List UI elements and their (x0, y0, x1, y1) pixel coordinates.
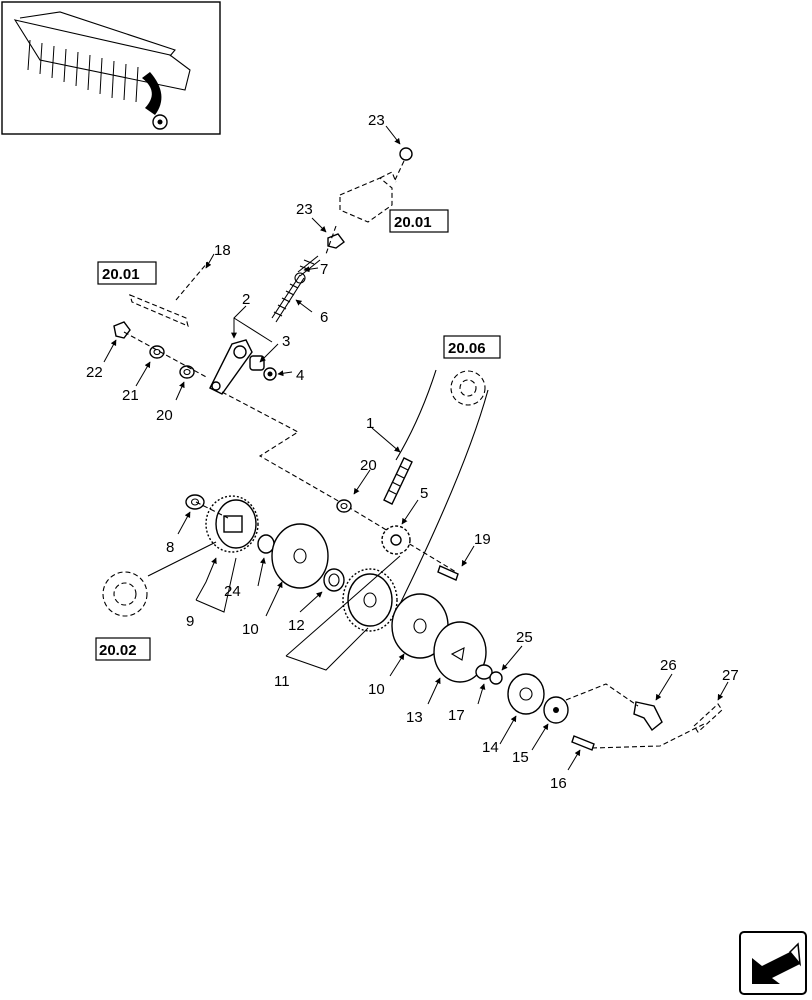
callout-10b: 10 (368, 681, 385, 698)
callout-labels: 1 2 3 4 5 6 7 8 9 10 10 11 12 13 14 15 1… (86, 112, 739, 792)
bracket-part (339, 147, 449, 233)
callout-8: 8 (166, 539, 174, 556)
callout-15: 15 (512, 749, 529, 766)
lower-sprocket-ref (102, 571, 148, 617)
callout-12: 12 (288, 617, 305, 634)
pin-part (97, 261, 209, 327)
ref-20-02: 20.02 (99, 642, 137, 659)
callout-25: 25 (516, 629, 533, 646)
arrow-back-icon[interactable] (739, 931, 807, 995)
callout-27: 27 (722, 667, 739, 684)
main-drive-stack (257, 523, 503, 685)
callout-2: 2 (242, 291, 250, 308)
callout-4: 4 (296, 367, 304, 384)
callout-11: 11 (274, 673, 290, 690)
ref-box-20-02 (95, 637, 151, 661)
callout-23b: 23 (296, 201, 313, 218)
callout-24: 24 (224, 583, 241, 600)
ref-20-01-left: 20.01 (102, 266, 140, 283)
callout-1: 1 (366, 415, 374, 432)
upper-sprocket-ref (450, 370, 486, 406)
callout-26: 26 (660, 657, 677, 674)
ref-20-06: 20.06 (448, 340, 486, 357)
clutch-assembly (95, 494, 259, 661)
callout-20b: 20 (156, 407, 173, 424)
callout-19: 19 (474, 531, 491, 548)
callout-17: 17 (448, 707, 465, 724)
ref-20-01-top: 20.01 (394, 214, 432, 231)
callout-leaders (103, 125, 729, 771)
callout-3: 3 (282, 333, 290, 350)
callout-9: 9 (186, 613, 194, 630)
callout-20a: 20 (360, 457, 377, 474)
callout-16: 16 (550, 775, 567, 792)
reference-labels: 20.01 20.01 20.06 20.02 (99, 214, 486, 659)
callout-7: 7 (320, 261, 328, 278)
hub-assembly (507, 673, 723, 751)
ref-box-20-06 (443, 335, 501, 359)
idler-arm (113, 321, 457, 573)
callout-23a: 23 (368, 112, 385, 129)
spring-assembly (271, 225, 345, 323)
callout-10a: 10 (242, 621, 259, 638)
ref-box-20-01-left (97, 261, 157, 285)
baler-pickup-thumbnail (1, 1, 221, 135)
ref-box-20-01-top (389, 209, 449, 233)
callout-5: 5 (420, 485, 428, 502)
callout-13: 13 (406, 709, 423, 726)
callout-22: 22 (86, 364, 103, 381)
callout-6: 6 (320, 309, 328, 326)
callout-18: 18 (214, 242, 231, 259)
callout-21: 21 (122, 387, 139, 404)
drive-chain (383, 335, 501, 609)
callout-14: 14 (482, 739, 499, 756)
small-sprocket (336, 499, 459, 581)
